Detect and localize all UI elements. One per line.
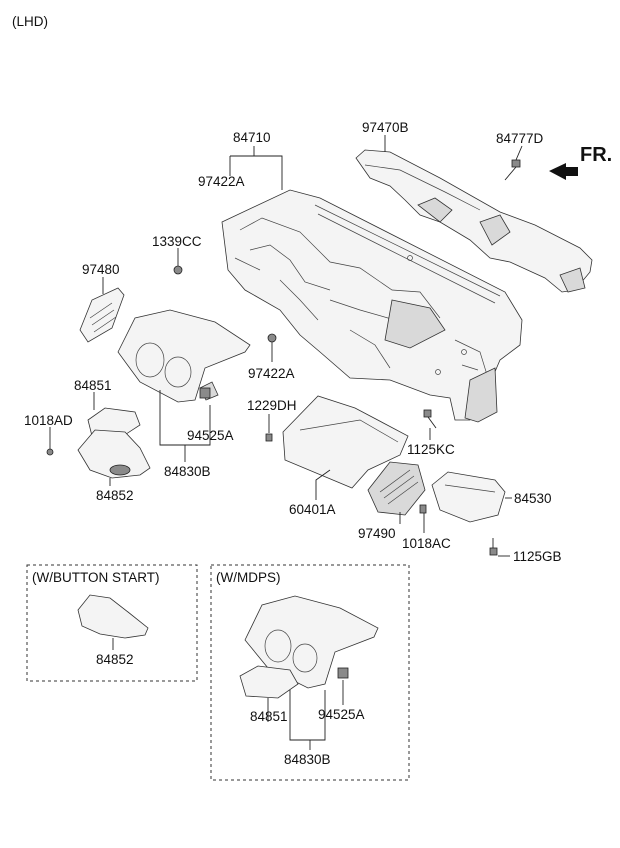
label-94525a: 94525A [187,428,234,443]
center-air-duct [355,149,593,293]
sensor-94525a-mdps [337,667,349,679]
label-1229dh: 1229DH [247,398,297,413]
sensor-94525a [199,387,211,399]
screw-1018ad [46,448,54,456]
label-97422a-mid: 97422A [248,366,295,381]
steering-shroud-84852-alt [77,594,149,639]
center-fascia [367,461,426,516]
label-97490: 97490 [358,526,396,541]
side-air-vent [79,287,125,343]
front-direction-label: FR. [580,144,612,166]
clip-97422a [267,333,277,352]
label-1125kc: 1125KC [407,442,455,457]
label-97422a-top: 97422A [198,174,245,189]
inset-mdps: (W/MDPS) 84851 94525A 84830B [210,564,410,781]
label-60401a: 60401A [289,502,336,517]
leader-lines [49,135,523,557]
inset-mdps-label-94525a: 94525A [318,707,365,722]
label-84830b: 84830B [164,464,211,479]
screw-1018ac [419,504,427,514]
steering-shroud-84851-mdps [239,665,299,699]
glove-box [282,395,409,489]
cluster-fascia-assembly [117,309,251,403]
bolt-1125gb [489,538,498,556]
crash-pad-assembly [221,189,523,423]
passenger-airbag-module [431,471,506,523]
inset-mdps-label-84851: 84851 [250,709,288,724]
label-84777d: 84777D [496,131,544,146]
label-84710: 84710 [233,130,271,145]
nut-1339cc [173,265,183,275]
label-84851: 84851 [74,378,112,393]
part-labels: 84710 97422A 97470B 84777D 1339CC 97480 … [24,120,562,564]
front-arrow-icon [549,163,578,180]
steering-shroud-84852 [77,429,151,479]
inset-button-start-title: (W/BUTTON START) [32,570,160,585]
label-1018ac: 1018AC [402,536,451,551]
bolt-1125kc [423,409,437,429]
inset-button-start-label: 84852 [96,652,134,667]
variant-label: (LHD) [12,14,48,29]
label-1018ad: 1018AD [24,413,73,428]
front-direction-indicator: FR. [549,144,612,180]
label-1125gb: 1125GB [513,549,562,564]
label-84530: 84530 [514,491,552,506]
label-97470b: 97470B [362,120,409,135]
bolt-84777d [504,159,521,181]
label-97480: 97480 [82,262,120,277]
label-84852: 84852 [96,488,134,503]
inset-button-start: (W/BUTTON START) 84852 [26,564,198,682]
screw-1229dh [265,433,273,442]
inset-mdps-label-84830b: 84830B [284,752,331,767]
inset-mdps-title: (W/MDPS) [216,570,281,585]
label-1339cc: 1339CC [152,234,202,249]
